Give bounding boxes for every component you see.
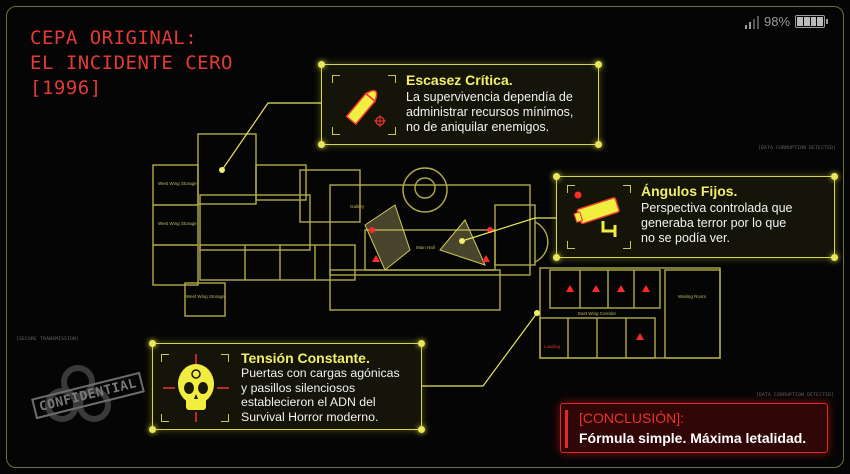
hud-frame [6,6,844,468]
room-label: Gallery [350,204,365,209]
conclusion-box: [CONCLUSIÓN]: Fórmula simple. Máxima let… [560,403,828,453]
room-label: Main Hall [416,245,435,250]
title-line: EL INCIDENTE CERO [30,52,233,74]
signal-icon [745,15,759,29]
title-year: [1996] [30,77,102,99]
alert-markers [369,227,650,340]
map-walls [152,133,721,359]
conclusion-text: Fórmula simple. Máxima letalidad. [579,430,807,446]
room-label: Loading [544,344,561,349]
bullet-icon [345,89,386,127]
battery-percent: 98% [764,14,791,29]
biohazard-skull-icon [163,354,229,422]
conclusion-label: [CONCLUSIÓN]: [579,410,685,426]
title-line: CEPA ORIGINAL: [30,27,198,49]
camera-view-cones [364,204,486,271]
battery-icon [795,15,829,28]
security-camera-icon [573,191,620,237]
room-label: West Wing Storage [158,181,197,186]
card-fixed-angles: Ángulos Fijos. Perspectiva controlada qu… [553,173,838,261]
corruption-tag: [DATA CORRUPTION DETECTED] [756,393,835,398]
room-label: Waiting Room [678,294,706,299]
card-scarcity: Escasez Crítica. La supervivencia depend… [318,61,602,148]
room-label: West Wing Storage [186,294,225,299]
card-title: Ángulos Fijos. [641,183,738,199]
card-title: Tensión Constante. [241,350,370,366]
card-title: Escasez Crítica. [406,72,513,88]
callout-lines [221,102,556,387]
room-label: West Wing Storage [158,221,197,226]
room-labels: West Wing Storage West Wing Storage West… [158,181,706,349]
page-title: CEPA ORIGINAL: EL INCIDENTE CERO [1996] [30,26,233,101]
card-tension: Tensión Constante. Puertas con cargas ag… [149,340,425,433]
secure-transmission-tag: [SECURE TRANSMISSION] [16,337,80,342]
corruption-tag: [DATA CORRUPTION DETECTED] [758,146,837,151]
room-label: East Wing Corridor [578,311,617,316]
status-bar: 98% [745,14,829,29]
biohazard-watermark-icon [45,365,111,422]
